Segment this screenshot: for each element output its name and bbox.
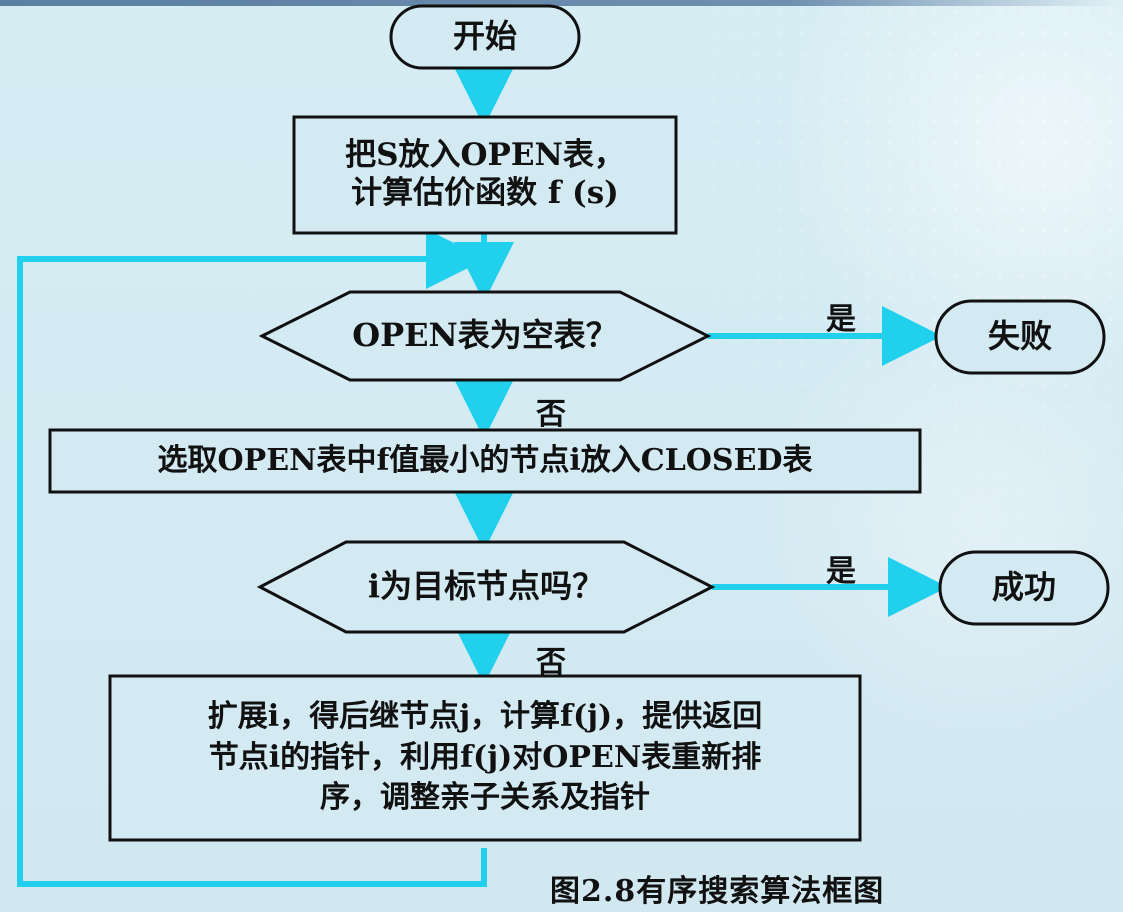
start-node-label: 开始 (452, 17, 517, 56)
select-process-shape (48, 428, 922, 494)
expand-node-label: 扩展i，得后继节点j，计算f(j)，提供返回 节点i的指针，利用f(j)对OPE… (207, 699, 763, 816)
start-terminator-shape (389, 4, 581, 70)
success-terminator-shape (938, 550, 1110, 626)
connector-loop-back (17, 229, 487, 887)
init-node-label: 把S放入OPEN表， 计算估价函数 f (s) (345, 137, 625, 211)
fail-node-label: 失败 (987, 317, 1052, 356)
select-node-label: 选取OPEN表中f值最小的节点i放入CLOSED表 (157, 442, 813, 478)
decision-goal-shape (256, 540, 716, 634)
branch-label-yes-1: 是 (826, 302, 856, 337)
decision-open-empty-shape (258, 290, 712, 382)
branch-label-no-2: 否 (536, 645, 566, 680)
shapes (48, 4, 1110, 842)
decision-open-empty-label: OPEN表为空表？ (352, 316, 618, 355)
success-node-label: 成功 (991, 568, 1056, 607)
expand-process-shape (108, 674, 862, 842)
branch-label-yes-2: 是 (826, 554, 856, 589)
decision-goal-label: i为目标节点吗？ (367, 567, 605, 606)
connectors (17, 67, 948, 887)
branch-label-no-1: 否 (536, 397, 566, 432)
init-process-shape (292, 115, 678, 235)
top-bar (0, 0, 1123, 6)
fail-terminator-shape (934, 299, 1106, 375)
figure-caption: 图2.8有序搜索算法框图 (550, 874, 885, 909)
